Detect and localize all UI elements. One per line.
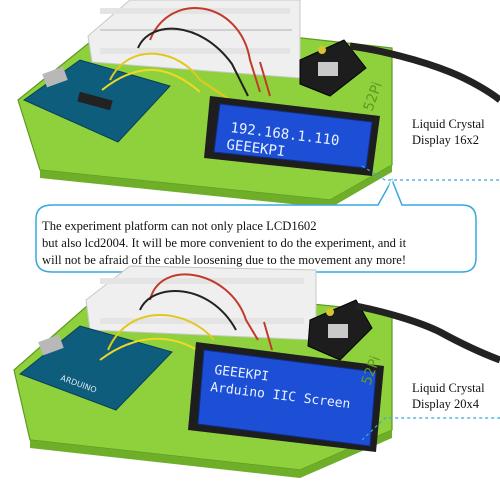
callout-text: The experiment platform can not only pla… bbox=[42, 218, 462, 269]
bottom-arduino-board: ARDUINO bbox=[19, 325, 173, 411]
top-arduino-board bbox=[22, 59, 171, 143]
top-display-label: Liquid Crystal Display 16x2 bbox=[412, 116, 485, 148]
top-label-leader bbox=[361, 165, 500, 181]
bottom-power-module bbox=[307, 299, 373, 361]
callout-bubble bbox=[35, 178, 477, 273]
bottom-label-leader bbox=[361, 417, 500, 441]
callout-line1: The experiment platform can not only pla… bbox=[42, 219, 317, 233]
bottom-lcd-line1: GEEEKPI bbox=[214, 363, 270, 385]
top-power-cable bbox=[349, 42, 500, 103]
callout-line3: will not be afraid of the cable loosenin… bbox=[42, 253, 407, 267]
bottom-jumper-wires bbox=[99, 273, 273, 361]
bottom-display-label: Liquid Crystal Display 20x4 bbox=[412, 380, 485, 412]
bottom-lcd-2004: GEEEKPI Arduino IIC Screen bbox=[188, 342, 384, 452]
top-platform: 192.168.1.110 GEEEKPI 52Pi bbox=[17, 0, 500, 208]
top-display-label-line1: Liquid Crystal bbox=[412, 117, 485, 131]
bottom-power-cable bbox=[355, 302, 500, 364]
bottom-display-label-line1: Liquid Crystal bbox=[412, 381, 485, 395]
top-lcd-line2: GEEEKPI bbox=[226, 137, 287, 160]
bottom-display-label-line2: Display 20x4 bbox=[412, 397, 480, 411]
top-power-module bbox=[299, 39, 367, 97]
top-breadboard bbox=[87, 0, 301, 79]
top-jumper-wires bbox=[101, 6, 271, 101]
bottom-platform: ARDUINO GEEEKPI Arduino IIC Screen 52Pi bbox=[13, 265, 500, 478]
top-lcd-1602: 192.168.1.110 GEEEKPI bbox=[204, 96, 380, 176]
callout-line2: but also lcd2004. It will be more conven… bbox=[42, 236, 407, 250]
top-display-label-line2: Display 16x2 bbox=[412, 133, 480, 147]
bottom-breadboard bbox=[85, 265, 317, 341]
